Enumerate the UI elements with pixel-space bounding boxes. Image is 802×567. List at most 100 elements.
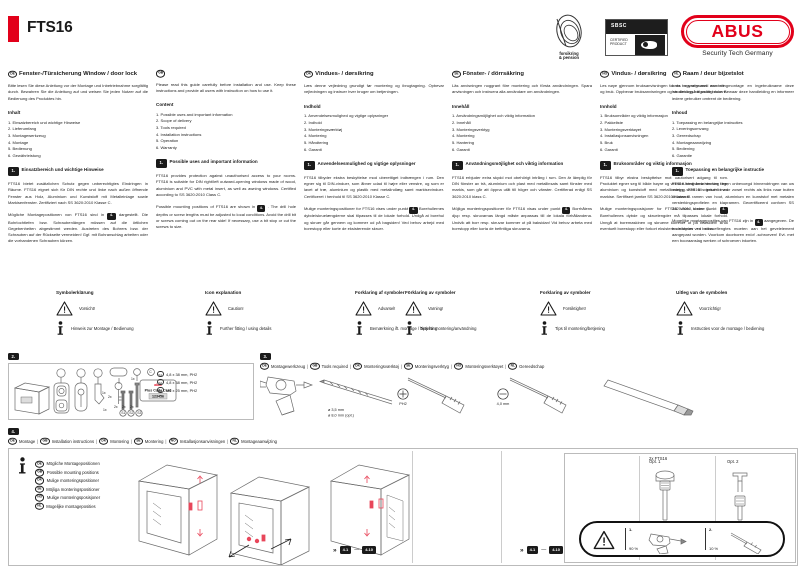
certification-logos: forsikring & pension SBSC CERTIFIED PROD…: [546, 14, 794, 60]
option-illustrations: [655, 471, 748, 521]
reference-badge: 4.: [754, 219, 763, 227]
lang-heading-se: SE Fönster- / dörrsäkring: [452, 70, 592, 79]
warning-triangle-icon: [405, 301, 422, 316]
svg-text:1x: 1x: [131, 377, 135, 381]
symbol-info-label: Tips til montering/betjening: [555, 325, 605, 331]
lang-heading-nl: NL Raam / deur bijzetslot: [672, 70, 794, 79]
symbol-info-label: Instructies voor de montage / bediening: [691, 325, 765, 331]
toc-heading-de: Inhalt: [8, 109, 21, 115]
section1-para2-no: Mulige monteringsposisjoner for FTS16 vi…: [600, 205, 728, 231]
quantity-note: 2x FTS16: [649, 456, 668, 462]
symbol-info-label: Hinweis zur Montage / Bedienung: [71, 325, 134, 331]
symbol-info-label: Tips för montering/användning: [420, 325, 477, 331]
toc-item: 4. Montageaanwijzing: [672, 139, 712, 145]
toc-item: 5. Operation: [156, 138, 179, 144]
sbsc-mark-label: SBSC: [611, 23, 627, 29]
step-chip-to: 4.10: [362, 546, 376, 554]
svg-text:S3: S3: [137, 411, 141, 415]
chevron-right-icon: »: [333, 546, 337, 554]
symbol-group-title: Forklaring af symboler: [355, 290, 405, 295]
toc-item: 2. Lieferumfang: [8, 126, 37, 132]
intro-text-de: Bitte lesen Sie diese Anleitung vor der …: [8, 83, 148, 101]
abus-tagline: Security Tech Germany: [702, 50, 773, 57]
flag-code-no: NO: [600, 70, 610, 79]
language-column-nl: NL Raam / deur bijzetslot Lees voorafgaa…: [672, 70, 794, 251]
symbol-warning-label: Caution!: [228, 305, 244, 311]
flag-code-dk: DK: [35, 477, 45, 485]
toc-item: 2. Pakkeliste: [600, 119, 623, 125]
panel-divider: [625, 528, 626, 551]
intro-text-gb: Please read this guide carefully before …: [156, 81, 296, 93]
info-icon: [206, 321, 212, 335]
section1-para2-gb: Possible mounting positions of FTS16 are…: [156, 204, 296, 230]
section-title: Possible uses and important information: [169, 159, 258, 165]
toc-item: 3. Gereedschap: [672, 132, 701, 138]
section1-para1-de: FTS16 bietet zusätzlichen Schutz gegen u…: [8, 180, 148, 205]
language-column-se: SE Fönster- / dörrsäkring Läs anvisninge…: [452, 70, 592, 238]
lang-heading-dk: DK Vindues- / dørsikring: [304, 70, 444, 79]
flag-code-de: DE: [8, 70, 17, 79]
flag-code-dk: DK: [99, 437, 109, 446]
warning-item-1-number: 1.: [629, 527, 633, 533]
flag-code-nl: NL: [508, 362, 518, 371]
info-icon: [406, 321, 412, 335]
panel-divider: [715, 456, 716, 561]
toc-item: 4. Montering: [452, 133, 475, 139]
flag-code-no: NO: [454, 362, 464, 371]
screw-ref-badge: S1: [157, 370, 164, 378]
section1-para1-gb: FTS16 provides protection against unauth…: [156, 173, 296, 197]
toc-list-no: 1. Bruksområder og viktig informasjon 2.…: [600, 113, 728, 153]
language-column-de: DE Fenster-/Türsicherung Window / door l…: [8, 70, 148, 251]
warning-triangle-icon: [205, 301, 222, 316]
symbol-row-info: Bemærkning ift. montage / betjening: [355, 321, 495, 336]
symbol-info-label: Bemærkning ift. montage / betjening: [370, 325, 438, 331]
toc-item: 3. Monteringsværktøj: [304, 126, 343, 132]
step-chip-from: 4.1: [339, 546, 352, 554]
toc-heading-gb: Content: [156, 102, 174, 108]
warning-triangle-icon: [56, 301, 73, 316]
flag-code-se: SE: [35, 485, 44, 494]
svg-text:2x: 2x: [114, 405, 118, 409]
parts-diagram: S1 S2 S3 C abus Plus Code Card 123456 1x: [8, 362, 254, 420]
warning-triangle-icon: [593, 531, 615, 550]
screw-ref-badge: S2: [157, 378, 164, 386]
section-number-badge: 1.: [304, 160, 315, 170]
section-number-badge: 1.: [8, 167, 19, 176]
symbol-row-warning: Voorzichtig!: [676, 301, 802, 316]
lang-heading-de: DE Fenster-/Türsicherung Window / door l…: [8, 70, 148, 79]
svg-text:S2: S2: [129, 411, 133, 415]
tools-illustration: ø 3,5 mm ø 8,0 mm (opt.) PH2: [259, 377, 797, 473]
abus-wordmark: ABUS: [711, 21, 764, 41]
toc-item: 3. Monteringsverktyg: [452, 126, 490, 132]
section1-para2-dk: Mulige monteringspositioner for FTS16 vi…: [304, 205, 444, 231]
svg-text:2x: 2x: [108, 395, 112, 399]
svg-text:PH2: PH2: [399, 402, 406, 406]
screwdriver-action-icon: [730, 533, 762, 555]
toc-item: 3. Monteringsverktøyet: [600, 126, 642, 132]
toc-heading-dk: Indhold: [304, 103, 321, 109]
flag-code-gb: GB: [40, 437, 50, 446]
symbol-group-title: Uitleg van de symbolen: [676, 290, 728, 295]
toc-list-de: 1. Einsatzbereich und wichtige Hinweise …: [8, 120, 148, 160]
toc-heading-se: Innehåll: [452, 103, 470, 109]
panel-divider: [639, 456, 640, 561]
toc-item: 3. Tools required: [156, 125, 186, 131]
symbol-group-gb: Icon explanation Caution! Further fittin…: [205, 290, 345, 341]
symbol-row-info: Tips för montering/användning: [405, 321, 545, 336]
symbol-row-warning: Varning!: [405, 301, 545, 316]
flag-code-dk: DK: [304, 70, 314, 79]
step-chip-to: 4.10: [549, 546, 563, 554]
toc-item: 2. Leveringsomvang: [672, 126, 709, 132]
section-number-badge: 1.: [452, 160, 463, 170]
symbol-group-no: Forklaring av symboler Forsiktighet! Tip…: [540, 290, 680, 341]
symbol-warning-label: Advarsel!: [378, 305, 396, 311]
ph2-bit-icon: PH2: [397, 388, 409, 406]
option-1-label: Opt. 1: [649, 459, 661, 465]
symbol-explanation-strip: Symbolerklärung Vorsicht! Hinweis zur Mo…: [0, 290, 802, 350]
symbol-info-label: Further fitting / using details: [220, 325, 272, 331]
